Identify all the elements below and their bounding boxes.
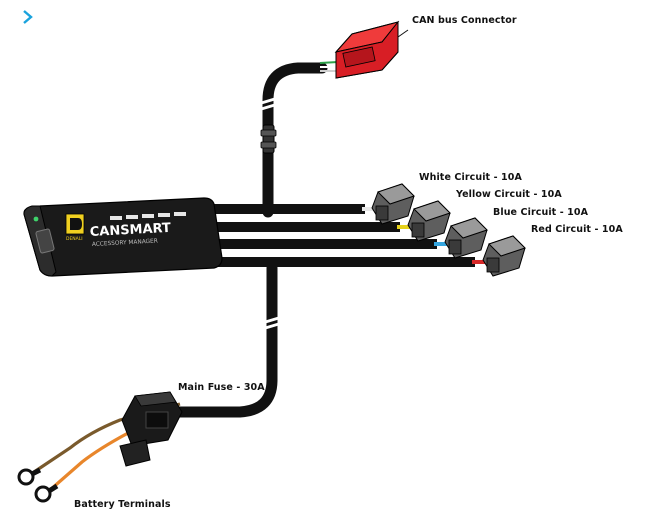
white-circuit-connector bbox=[371, 183, 415, 225]
status-led-icon bbox=[33, 216, 39, 222]
yellow-circuit-connector bbox=[407, 200, 451, 242]
fuse-cable bbox=[174, 262, 283, 418]
blue-circuit-connector bbox=[444, 217, 488, 259]
indicator-bars bbox=[110, 212, 186, 220]
can-bus-cable bbox=[257, 61, 339, 218]
brand-name: CANSMART bbox=[89, 221, 171, 240]
white-circuit-label: White Circuit - 10A bbox=[419, 172, 522, 183]
fuse-holder bbox=[119, 391, 183, 467]
yellow-circuit-label: Yellow Circuit - 10A bbox=[456, 189, 562, 200]
battery-wires bbox=[17, 402, 181, 503]
can-bus-connector-label: CAN bus Connector bbox=[412, 15, 517, 26]
red-circuit-connector bbox=[482, 235, 526, 277]
denali-logo-icon bbox=[65, 213, 85, 235]
can-bus-connector bbox=[334, 20, 409, 79]
chevron-right-icon[interactable] bbox=[20, 8, 36, 26]
main-fuse-label: Main Fuse - 30A bbox=[178, 382, 265, 393]
red-circuit-label: Red Circuit - 10A bbox=[531, 224, 623, 235]
brand-badge-text: DENALI bbox=[66, 236, 83, 242]
battery-terminals-label: Battery Terminals bbox=[74, 499, 171, 510]
brand-subtitle: ACCESSORY MANAGER bbox=[92, 239, 158, 248]
blue-circuit-label: Blue Circuit - 10A bbox=[493, 207, 589, 218]
